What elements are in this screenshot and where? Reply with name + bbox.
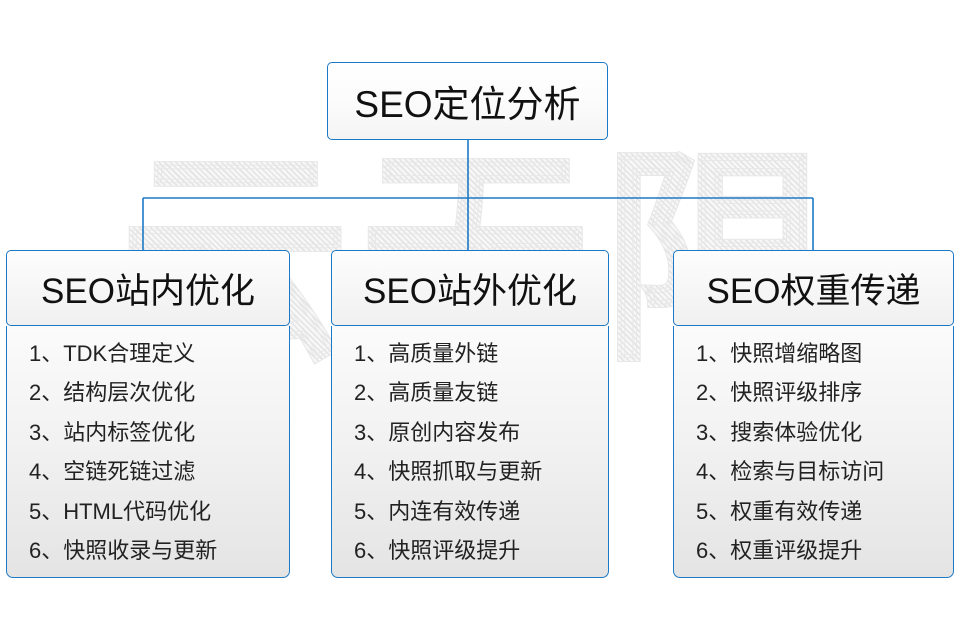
list-item: 1、TDK合理定义 bbox=[29, 341, 196, 366]
list-item: 3、站内标签优化 bbox=[29, 419, 196, 445]
list-item: 1、高质量外链 bbox=[354, 341, 499, 366]
column-header-1[interactable]: SEO站内优化 bbox=[6, 250, 290, 326]
list-item: 3、搜索体验优化 bbox=[696, 419, 863, 445]
list-item: 5、权重有效传递 bbox=[696, 498, 863, 524]
root-node-label: SEO定位分析 bbox=[354, 84, 581, 125]
column-header-3[interactable]: SEO权重传递 bbox=[673, 250, 954, 326]
column-body-2: 1、高质量外链 2、高质量友链 3、原创内容发布 4、快照抓取与更新 5、内连有… bbox=[331, 326, 609, 578]
column-body-1: 1、TDK合理定义 2、结构层次优化 3、站内标签优化 4、空链死链过滤 5、H… bbox=[6, 326, 290, 578]
list-item: 4、检索与目标访问 bbox=[696, 459, 885, 485]
list-item: 6、权重评级提升 bbox=[696, 537, 863, 563]
list-item: 3、原创内容发布 bbox=[354, 419, 521, 445]
list-item: 6、快照收录与更新 bbox=[29, 537, 218, 563]
list-item: 4、快照抓取与更新 bbox=[354, 459, 543, 485]
column-header-2-label: SEO站外优化 bbox=[363, 271, 577, 311]
column-header-1-label: SEO站内优化 bbox=[41, 271, 255, 311]
list-item: 5、HTML代码优化 bbox=[29, 498, 212, 524]
root-node[interactable]: SEO定位分析 bbox=[327, 62, 608, 140]
list-item: 5、内连有效传递 bbox=[354, 498, 521, 524]
column-body-3: 1、快照增缩略图 2、快照评级排序 3、搜索体验优化 4、检索与目标访问 5、权… bbox=[673, 326, 954, 578]
list-item: 4、空链死链过滤 bbox=[29, 459, 196, 485]
list-item: 2、高质量友链 bbox=[354, 380, 499, 406]
column-header-2[interactable]: SEO站外优化 bbox=[331, 250, 609, 326]
column-header-3-label: SEO权重传递 bbox=[706, 271, 921, 311]
list-item: 2、快照评级排序 bbox=[696, 380, 863, 406]
list-item: 2、结构层次优化 bbox=[29, 380, 196, 406]
list-item: 1、快照增缩略图 bbox=[696, 341, 863, 366]
list-item: 6、快照评级提升 bbox=[354, 537, 521, 563]
